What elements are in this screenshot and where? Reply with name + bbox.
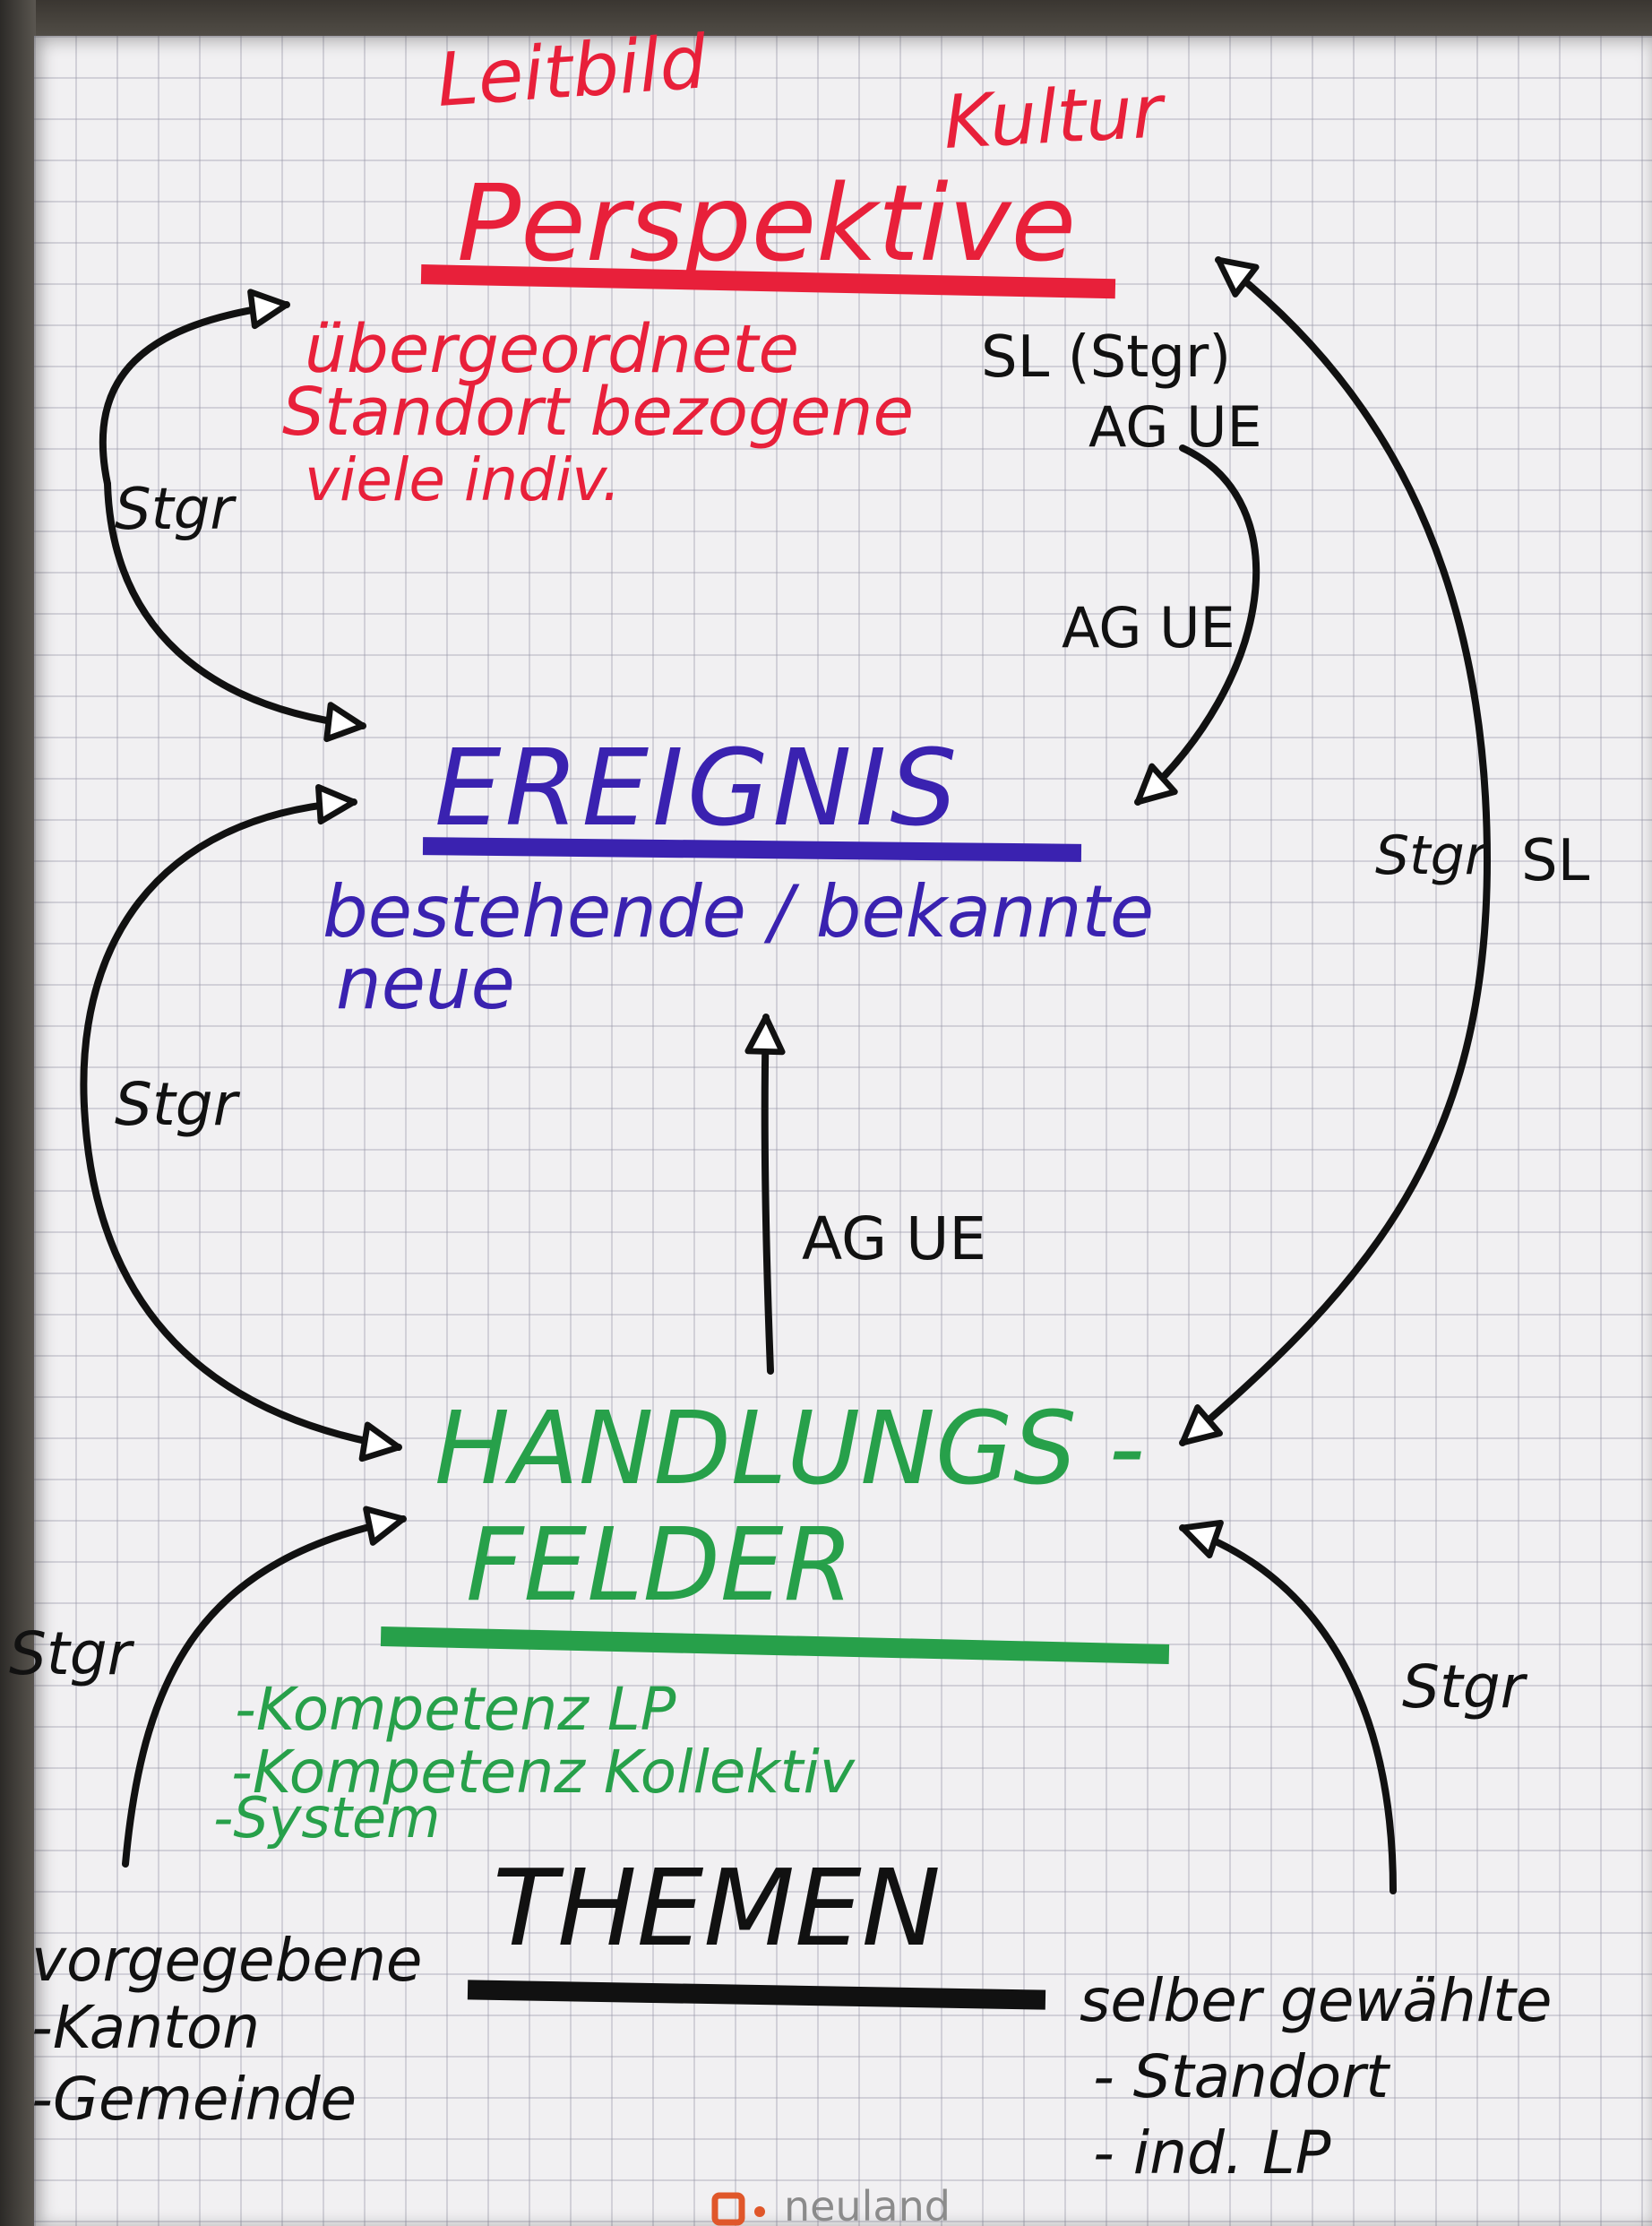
brand-logo-mark <box>711 2192 745 2226</box>
themen-left-heading: vorgegebene <box>31 1926 423 1995</box>
themen-right-heading: selber gewählte <box>1080 1966 1553 2035</box>
handlungsfelder-title-2: FELDER <box>466 1507 853 1624</box>
perspektive-side-label-1: SL (Stgr) <box>981 324 1231 391</box>
arrow-right-lower <box>1179 1519 1397 1894</box>
arrow-label-left-upper: Stgr <box>115 477 237 543</box>
arrow-left-lower <box>122 1506 407 1868</box>
ereignis-underline <box>422 837 1082 862</box>
ereignis-line-2: neue <box>336 942 515 1025</box>
arrow-right-long-up <box>1215 256 1491 864</box>
arrow-left-upper <box>99 289 290 487</box>
wall-left <box>0 0 36 2226</box>
arrow-label-right-lower: Stgr <box>1402 1652 1528 1721</box>
arrow-label-center: AG UE <box>802 1204 986 1273</box>
themen-underline <box>467 1980 1046 2010</box>
flipchart-paper <box>34 36 1652 2226</box>
perspektive-item-2: Standort bezogene <box>282 374 914 451</box>
themen-right-item-2: - ind. LP <box>1093 2118 1331 2187</box>
perspektive-item-1: übergeordnete <box>305 311 799 388</box>
arrow-label-right-long-a: Stgr <box>1375 824 1490 887</box>
perspektive-underline <box>420 264 1116 299</box>
arrow-center <box>744 1014 786 1375</box>
header-word-kultur: Kultur <box>942 69 1168 166</box>
handlungsfelder-item-3: -System <box>213 1785 441 1851</box>
arrow-left-upper-down <box>104 480 366 743</box>
arrow-left-middle-down <box>82 1117 402 1462</box>
perspektive-item-3: viele indiv. <box>305 445 621 514</box>
themen-title: THEMEN <box>493 1846 941 1970</box>
perspektive-title: Perspektive <box>457 161 1076 285</box>
themen-left-item-1: -Kanton <box>31 1993 260 2062</box>
arrow-right-upper <box>1134 444 1261 806</box>
arrow-label-right-upper: AG UE <box>1062 595 1235 660</box>
arrow-label-left-middle: Stgr <box>115 1070 241 1139</box>
arrow-left-middle-up <box>80 784 357 1124</box>
handlungsfelder-title-1: HANDLUNGS - <box>435 1391 1145 1507</box>
brand-logo-text: neuland <box>784 2182 951 2226</box>
perspektive-side-label-2: AG UE <box>1088 394 1262 460</box>
brand-logo: neuland <box>711 2182 951 2226</box>
themen-right-item-1: - Standort <box>1093 2042 1390 2111</box>
arrow-label-left-lower: Stgr <box>9 1619 135 1688</box>
ereignis-title: EREIGNIS <box>435 726 960 850</box>
handlungsfelder-item-1: -Kompetenz LP <box>235 1675 676 1744</box>
ereignis-line-1: bestehende / bekannte <box>323 870 1154 953</box>
arrow-label-right-long-b: SL <box>1521 828 1590 894</box>
themen-left-item-2: -Gemeinde <box>31 2065 357 2134</box>
brand-logo-dot <box>754 2206 765 2217</box>
header-word-leitbild: Leitbild <box>435 20 710 124</box>
handlungsfelder-underline <box>380 1626 1170 1664</box>
handlungsfelder-item-2: -Kompetenz Kollektiv <box>231 1738 856 1807</box>
arrow-right-long-down <box>1179 857 1491 1446</box>
